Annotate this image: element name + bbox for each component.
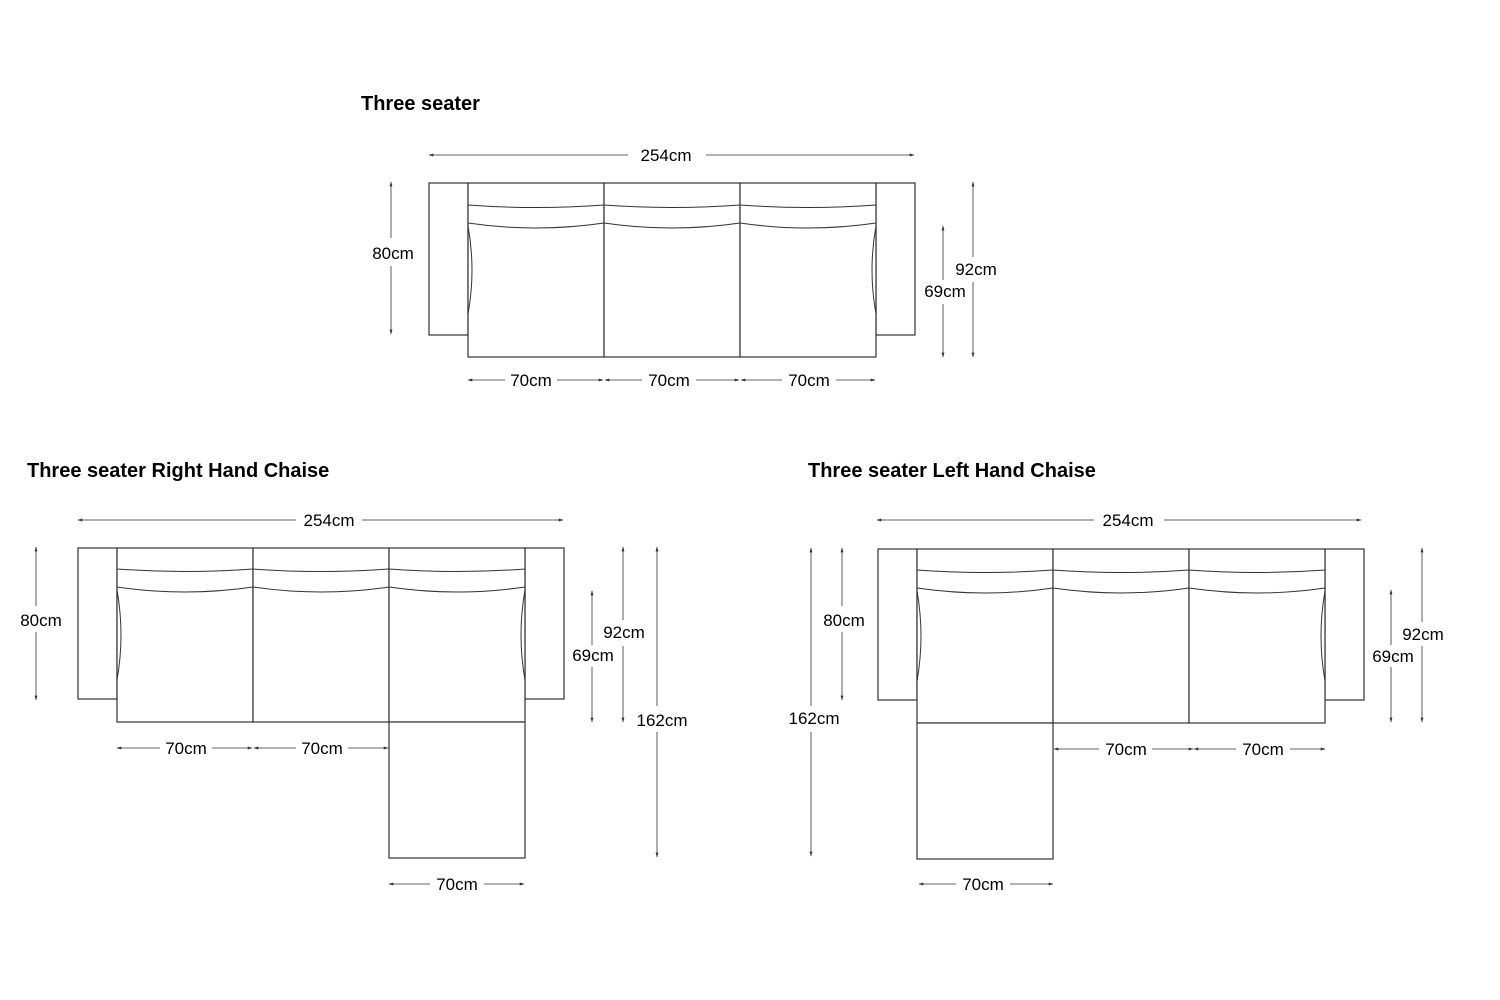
backrest-line xyxy=(467,204,877,208)
seat-3 xyxy=(1188,548,1326,724)
right-hand-chaise-diagram: Three seater Right Hand Chaise 254cm 80c… xyxy=(20,460,687,894)
seat-2 xyxy=(1052,548,1190,724)
left-arm xyxy=(877,548,918,701)
depth-label: 80cm xyxy=(823,611,865,630)
seat-1 xyxy=(916,548,1054,724)
cushion-line xyxy=(916,587,1326,594)
height-label: 92cm xyxy=(603,623,645,642)
arm-curve xyxy=(916,590,1326,682)
backrest-line xyxy=(116,568,526,572)
left-arm xyxy=(77,547,118,700)
seat-width-label: 70cm xyxy=(1242,740,1284,759)
depth-label: 80cm xyxy=(20,611,62,630)
seat-width-label: 70cm xyxy=(165,739,207,758)
seat-3 xyxy=(739,182,877,358)
seat-2 xyxy=(252,547,390,723)
arm-curve xyxy=(116,589,526,681)
seat-2 xyxy=(603,182,741,358)
cushion-line xyxy=(116,586,526,593)
seat-depth-label: 69cm xyxy=(924,282,966,301)
seat-width-label: 70cm xyxy=(301,739,343,758)
seat-width-label: 70cm xyxy=(648,371,690,390)
seat-width-label: 70cm xyxy=(1105,740,1147,759)
left-chaise-sofa-outline xyxy=(877,548,1365,860)
seat-depth-label: 69cm xyxy=(572,646,614,665)
seat-1 xyxy=(116,547,254,723)
three-seater-sofa-outline xyxy=(428,182,916,358)
width-label: 254cm xyxy=(303,511,354,530)
chaise-width-label: 70cm xyxy=(436,875,478,894)
three-seater-title: Three seater xyxy=(361,93,480,115)
right-arm xyxy=(1324,548,1365,701)
seat-width-label: 70cm xyxy=(788,371,830,390)
cushion-line xyxy=(467,222,877,229)
height-label: 92cm xyxy=(1402,625,1444,644)
left-arm xyxy=(428,182,469,336)
seat-width-label: 70cm xyxy=(510,371,552,390)
chaise-length-label: 162cm xyxy=(788,709,839,728)
right-chaise-sofa-outline xyxy=(77,547,565,859)
width-label: 254cm xyxy=(640,146,691,165)
left-chaise-title: Three seater Left Hand Chaise xyxy=(808,460,1096,482)
arm-curve xyxy=(467,225,877,315)
height-label: 92cm xyxy=(955,260,997,279)
chaise-width-label: 70cm xyxy=(962,875,1004,894)
seat-1 xyxy=(467,182,605,358)
depth-label: 80cm xyxy=(372,244,414,263)
right-chaise-title: Three seater Right Hand Chaise xyxy=(27,460,329,482)
chaise-extension xyxy=(916,722,1054,860)
seat-depth-label: 69cm xyxy=(1372,647,1414,666)
right-arm xyxy=(524,547,565,700)
right-arm xyxy=(875,182,916,336)
three-seater-diagram: Three seater 254cm 80cm 69cm 92cm 70cm 7… xyxy=(361,93,997,390)
left-hand-chaise-diagram: Three seater Left Hand Chaise 254cm 80cm… xyxy=(788,460,1443,894)
chaise-length-label: 162cm xyxy=(636,711,687,730)
chaise-extension xyxy=(388,721,526,859)
backrest-line xyxy=(916,569,1326,573)
seat-3 xyxy=(388,547,526,723)
width-label: 254cm xyxy=(1102,511,1153,530)
